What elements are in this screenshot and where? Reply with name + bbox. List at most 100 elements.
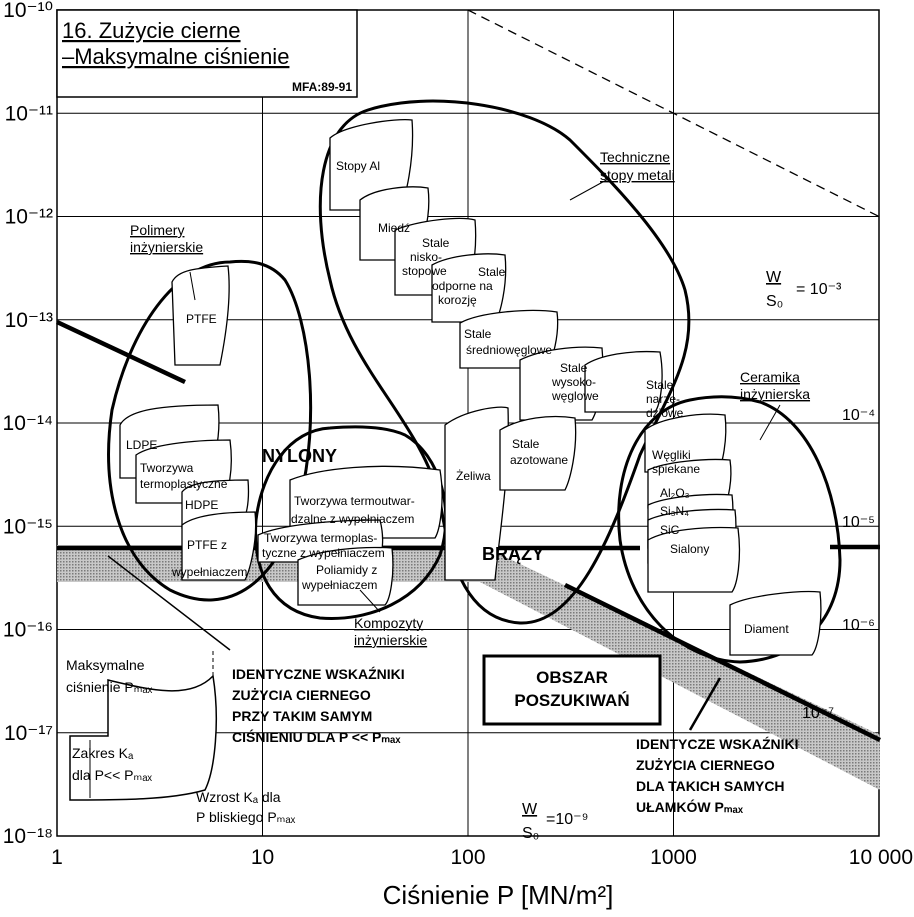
svg-text:dziowe: dziowe	[646, 406, 684, 420]
svg-text:10⁻⁷: 10⁻⁷	[802, 705, 834, 722]
svg-text:S₀: S₀	[766, 293, 783, 310]
x-tick-label: 1000	[650, 846, 697, 869]
y-tick-label: 10⁻¹⁷	[4, 722, 53, 745]
svg-text:średniowęglowe: średniowęglowe	[466, 343, 552, 357]
svg-text:CIŚNIENIU DLA P << Pₘₐₓ: CIŚNIENIU DLA P << Pₘₐₓ	[232, 728, 401, 745]
leader-metals	[569, 177, 611, 201]
material-labels: PTFE LDPE Tworzywa termoplastyczne HDPE …	[126, 159, 789, 636]
wear-rate-labels: W S₀ = 10⁻³ 10⁻⁴ 10⁻⁵ 10⁻⁶ 10⁻⁷ W S₀ =10…	[522, 269, 875, 842]
svg-text:SiC: SiC	[660, 523, 680, 537]
svg-text:DLA TAKICH SAMYCH: DLA TAKICH SAMYCH	[636, 778, 785, 794]
label-brazy: BRĄZY	[482, 544, 544, 564]
chart-reference: MFA:89-91	[292, 80, 352, 94]
bubble-composites	[254, 425, 448, 620]
legend-text: Maksymalne ciśnienie Pₘₐₓ Zakres Kₐ dla …	[66, 657, 296, 825]
svg-text:HDPE: HDPE	[185, 498, 218, 512]
svg-text:tyczne z wypełniaczem: tyczne z wypełniaczem	[262, 546, 385, 560]
svg-text:dla P<< Pₘₐₓ: dla P<< Pₘₐₓ	[72, 767, 152, 783]
svg-text:10⁻⁵: 10⁻⁵	[842, 514, 875, 531]
svg-text:=10⁻⁹: =10⁻⁹	[546, 811, 588, 828]
svg-text:IDENTYCZNE WSKAŹNIKI: IDENTYCZNE WSKAŹNIKI	[232, 666, 405, 682]
svg-text:termoplastyczne: termoplastyczne	[140, 477, 228, 491]
family-label-composites-1: Kompozyty	[354, 615, 423, 631]
svg-text:Tworzywa: Tworzywa	[140, 461, 194, 475]
chart-subtitle: –Maksymalne ciśnienie	[62, 44, 289, 69]
annotation-identical-fraction: IDENTYCZE WSKAŹNIKI ZUŻYCIA CIERNEGO DLA…	[636, 736, 799, 815]
svg-text:odporne na: odporne na	[432, 279, 493, 293]
title-box	[56, 9, 358, 98]
svg-text:Stale: Stale	[646, 378, 674, 392]
svg-text:węglowe: węglowe	[551, 389, 599, 403]
svg-text:Węgliki: Węgliki	[652, 448, 691, 462]
x-tick-label: 10	[251, 846, 274, 869]
envelope-line-upper	[56, 319, 186, 385]
search-region-label-2: POSZUKIWAŃ	[514, 691, 629, 710]
leader-ceramics	[759, 404, 781, 441]
envelope-line-diagonal	[564, 582, 881, 743]
bubble-polymers	[107, 259, 313, 602]
material-envelopes	[119, 119, 822, 656]
svg-text:Si₃N₄: Si₃N₄	[660, 504, 689, 518]
family-label-metals-1: Techniczne	[600, 149, 670, 165]
svg-text:ciśnienie Pₘₐₓ: ciśnienie Pₘₐₓ	[66, 679, 153, 695]
y-tick-label: 10⁻¹⁸	[3, 825, 53, 848]
wear-rate-line	[467, 9, 880, 218]
svg-text:PTFE z: PTFE z	[187, 538, 227, 552]
family-label-ceramics-2: inżynierska	[740, 386, 810, 402]
svg-text:azotowane: azotowane	[510, 453, 568, 467]
svg-text:ZUŻYCIA CIERNEGO: ZUŻYCIA CIERNEGO	[636, 757, 775, 773]
x-tick-label: 100	[450, 846, 485, 869]
svg-text:wysoko-: wysoko-	[551, 375, 596, 389]
svg-text:10⁻⁶: 10⁻⁶	[842, 617, 875, 634]
y-tick-label: 10⁻¹⁴	[3, 412, 53, 435]
svg-text:IDENTYCZE WSKAŹNIKI: IDENTYCZE WSKAŹNIKI	[636, 736, 799, 752]
svg-text:Tworzywa termoutwar-: Tworzywa termoutwar-	[294, 494, 415, 508]
svg-text:stopowe: stopowe	[402, 264, 447, 278]
svg-text:Maksymalne: Maksymalne	[66, 657, 145, 673]
svg-text:Stale: Stale	[560, 361, 588, 375]
svg-text:Stale: Stale	[478, 265, 506, 279]
svg-text:wypełniaczem: wypełniaczem	[301, 578, 377, 592]
svg-text:S₀: S₀	[522, 825, 539, 842]
svg-text:Poliamidy z: Poliamidy z	[316, 563, 377, 577]
svg-text:P bliskiego Pₘₐₓ: P bliskiego Pₘₐₓ	[196, 809, 296, 825]
y-tick-label: 10⁻¹⁰	[3, 0, 53, 22]
arrow-identical-fraction	[688, 677, 722, 731]
search-region-label-1: OBSZAR	[536, 668, 608, 687]
leader-composites	[359, 589, 381, 613]
svg-text:W: W	[522, 801, 538, 818]
y-tick-label: 10⁻¹³	[5, 309, 53, 332]
svg-text:LDPE: LDPE	[126, 438, 157, 452]
x-axis-label: Ciśnienie P [MN/m²]	[383, 880, 614, 910]
svg-text:UŁAMKÓW Pₘₐₓ: UŁAMKÓW Pₘₐₓ	[636, 798, 744, 815]
svg-text:Sialony: Sialony	[670, 542, 709, 556]
family-label-polymers-2: inżynierskie	[130, 239, 203, 255]
x-axis-ticks: 1 10 100 1000 10 000	[51, 846, 913, 869]
bubble-metals	[318, 99, 691, 625]
svg-text:Miedź: Miedź	[378, 221, 410, 235]
y-tick-label: 10⁻¹⁵	[3, 515, 53, 538]
family-label-ceramics-1: Ceramika	[740, 369, 800, 385]
y-tick-label: 10⁻¹²	[5, 206, 53, 229]
svg-text:= 10⁻³: = 10⁻³	[796, 281, 842, 298]
svg-text:PRZY TAKIM SAMYM: PRZY TAKIM SAMYM	[232, 708, 372, 724]
family-label-metals-2: stopy metali	[600, 167, 675, 183]
svg-text:wypełniaczem: wypełniaczem	[171, 565, 247, 579]
svg-text:Zakres Kₐ: Zakres Kₐ	[72, 745, 134, 761]
svg-text:Żeliwa: Żeliwa	[456, 469, 491, 483]
svg-text:korozję: korozję	[438, 293, 477, 307]
svg-text:Stale: Stale	[512, 437, 540, 451]
svg-text:Tworzywa termoplas-: Tworzywa termoplas-	[264, 531, 377, 545]
x-tick-label: 10 000	[849, 846, 913, 869]
svg-text:ZUŻYCIA CIERNEGO: ZUŻYCIA CIERNEGO	[232, 687, 371, 703]
svg-text:Stale: Stale	[422, 236, 450, 250]
svg-text:spiekane: spiekane	[652, 462, 700, 476]
y-tick-label: 10⁻¹⁶	[3, 619, 53, 642]
x-tick-label: 1	[51, 846, 63, 869]
family-label-polymers-1: Polimery	[130, 222, 184, 238]
svg-text:PTFE: PTFE	[186, 312, 217, 326]
y-tick-label: 10⁻¹¹	[5, 102, 53, 125]
svg-text:dzalne z wypełniaczem: dzalne z wypełniaczem	[291, 512, 414, 526]
annotation-identical-pressure: IDENTYCZNE WSKAŹNIKI ZUŻYCIA CIERNEGO PR…	[232, 666, 405, 745]
